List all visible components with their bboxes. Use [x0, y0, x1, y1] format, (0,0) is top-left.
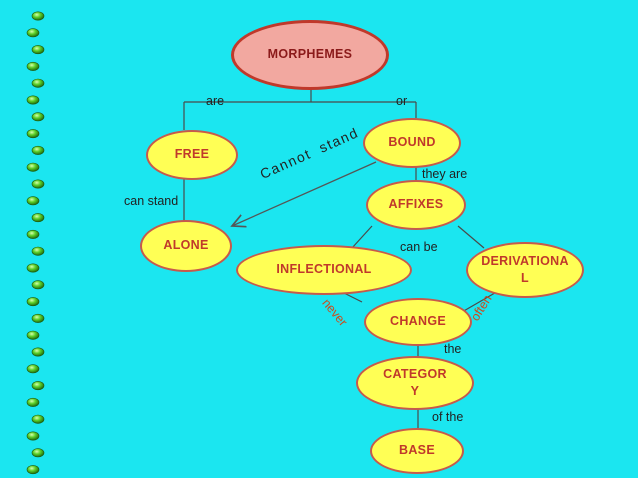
bullet-icon	[31, 246, 45, 256]
bullet-icon	[26, 263, 40, 273]
bullet-icon	[31, 213, 45, 223]
bullet-icon	[26, 95, 40, 105]
node-free: FREE	[146, 130, 238, 180]
node-derivational: DERIVATIONA L	[466, 242, 584, 298]
bullet-icon	[31, 112, 45, 122]
bullet-icon	[31, 78, 45, 88]
label-can-stand: can stand	[124, 194, 179, 208]
bullet-icon	[26, 431, 40, 441]
node-inflectional: INFLECTIONAL	[236, 245, 412, 295]
node-morphemes: MORPHEMES	[231, 20, 389, 90]
bullet-icon	[31, 45, 45, 55]
connector-affixes-inflectional	[351, 225, 373, 249]
label-are: are	[206, 94, 225, 108]
node-change: CHANGE	[364, 298, 472, 346]
bullet-icon	[31, 347, 45, 357]
bullet-icon	[26, 129, 40, 139]
label-the: the	[444, 342, 462, 356]
node-affixes: AFFIXES	[366, 180, 466, 230]
bullet-icon	[31, 145, 45, 155]
bullet-icon	[31, 381, 45, 391]
connector-cannot-stand-arrow	[232, 161, 377, 226]
node-bound: BOUND	[363, 118, 461, 168]
bullet-icon	[26, 162, 40, 172]
bullet-icon	[26, 297, 40, 307]
bullet-icon	[31, 448, 45, 458]
label-they-are: they are	[422, 167, 468, 181]
bullet-icon	[26, 465, 40, 475]
bullet-icon	[26, 28, 40, 38]
bullet-icon	[26, 397, 40, 407]
bullet-icon	[26, 229, 40, 239]
bullet-icon	[31, 280, 45, 290]
label-can-be: can be	[400, 240, 438, 254]
bullet-icon	[26, 364, 40, 374]
label-of-the: of the	[432, 410, 464, 424]
bullet-column	[26, 11, 45, 475]
bullet-icon	[31, 313, 45, 323]
node-category: CATEGOR Y	[356, 356, 474, 410]
bullet-icon	[26, 330, 40, 340]
bullet-icon	[31, 11, 45, 21]
bullet-icon	[26, 61, 40, 71]
bullet-icon	[26, 196, 40, 206]
node-base: BASE	[370, 428, 464, 474]
label-or: or	[396, 94, 408, 108]
node-alone: ALONE	[140, 220, 232, 272]
connector-affixes-derivational	[457, 225, 485, 249]
bullet-icon	[31, 414, 45, 424]
bullet-icon	[31, 179, 45, 189]
